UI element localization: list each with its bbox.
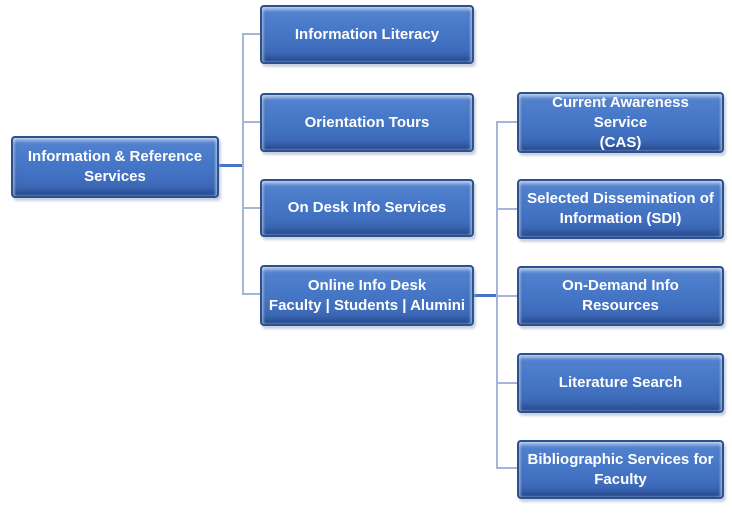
connector-branch-sdi (496, 208, 518, 210)
node-online-info-desk: Online Info Desk Faculty | Students | Al… (260, 265, 474, 326)
connector-stub-root (218, 164, 244, 167)
node-orientation-tours: Orientation Tours (260, 93, 474, 152)
node-information-reference-services: Information & Reference Services (11, 136, 219, 198)
connector-branch-orientation-tours (242, 121, 261, 123)
connector-branch-on-desk-info-services (242, 207, 261, 209)
node-on-desk-info-services: On Desk Info Services (260, 179, 474, 237)
connector-branch-online-info-desk (242, 293, 261, 295)
connector-branch-bibliographic-services (496, 467, 518, 469)
connector-branch-information-literacy (242, 33, 261, 35)
connector-stub-online-info-desk (474, 294, 498, 297)
connector-branch-cas (496, 121, 518, 123)
connector-branch-literature-search (496, 382, 518, 384)
node-literature-search: Literature Search (517, 353, 724, 413)
connector-branch-on-demand-info-resources (496, 295, 518, 297)
node-on-demand-info-resources: On-Demand Info Resources (517, 266, 724, 326)
node-information-literacy: Information Literacy (260, 5, 474, 64)
node-current-awareness-service: Current Awareness Service (CAS) (517, 92, 724, 153)
node-bibliographic-services-faculty: Bibliographic Services for Faculty (517, 440, 724, 499)
node-selected-dissemination-information: Selected Dissemination of Information (S… (517, 179, 724, 239)
connector-trunk-level1 (242, 33, 244, 295)
